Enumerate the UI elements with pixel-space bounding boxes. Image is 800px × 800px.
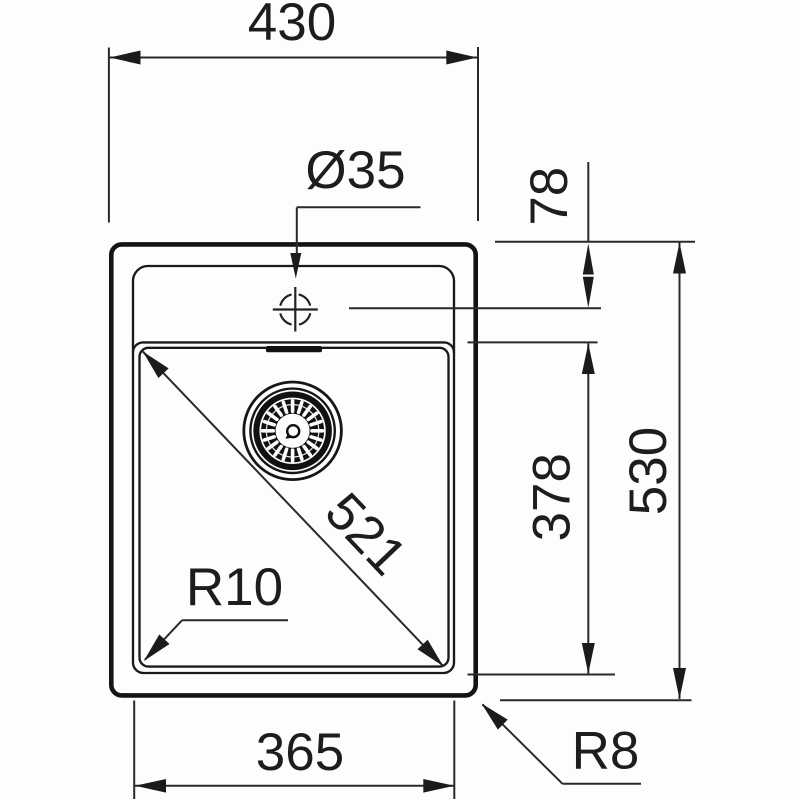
svg-text:430: 430 <box>248 0 336 52</box>
svg-text:Ø35: Ø35 <box>305 141 405 200</box>
svg-text:378: 378 <box>523 453 582 541</box>
svg-text:521: 521 <box>314 482 418 587</box>
svg-text:530: 530 <box>619 427 678 515</box>
svg-text:R8: R8 <box>572 721 640 780</box>
svg-text:365: 365 <box>256 723 344 782</box>
svg-text:78: 78 <box>520 167 579 226</box>
svg-text:R10: R10 <box>186 558 283 617</box>
